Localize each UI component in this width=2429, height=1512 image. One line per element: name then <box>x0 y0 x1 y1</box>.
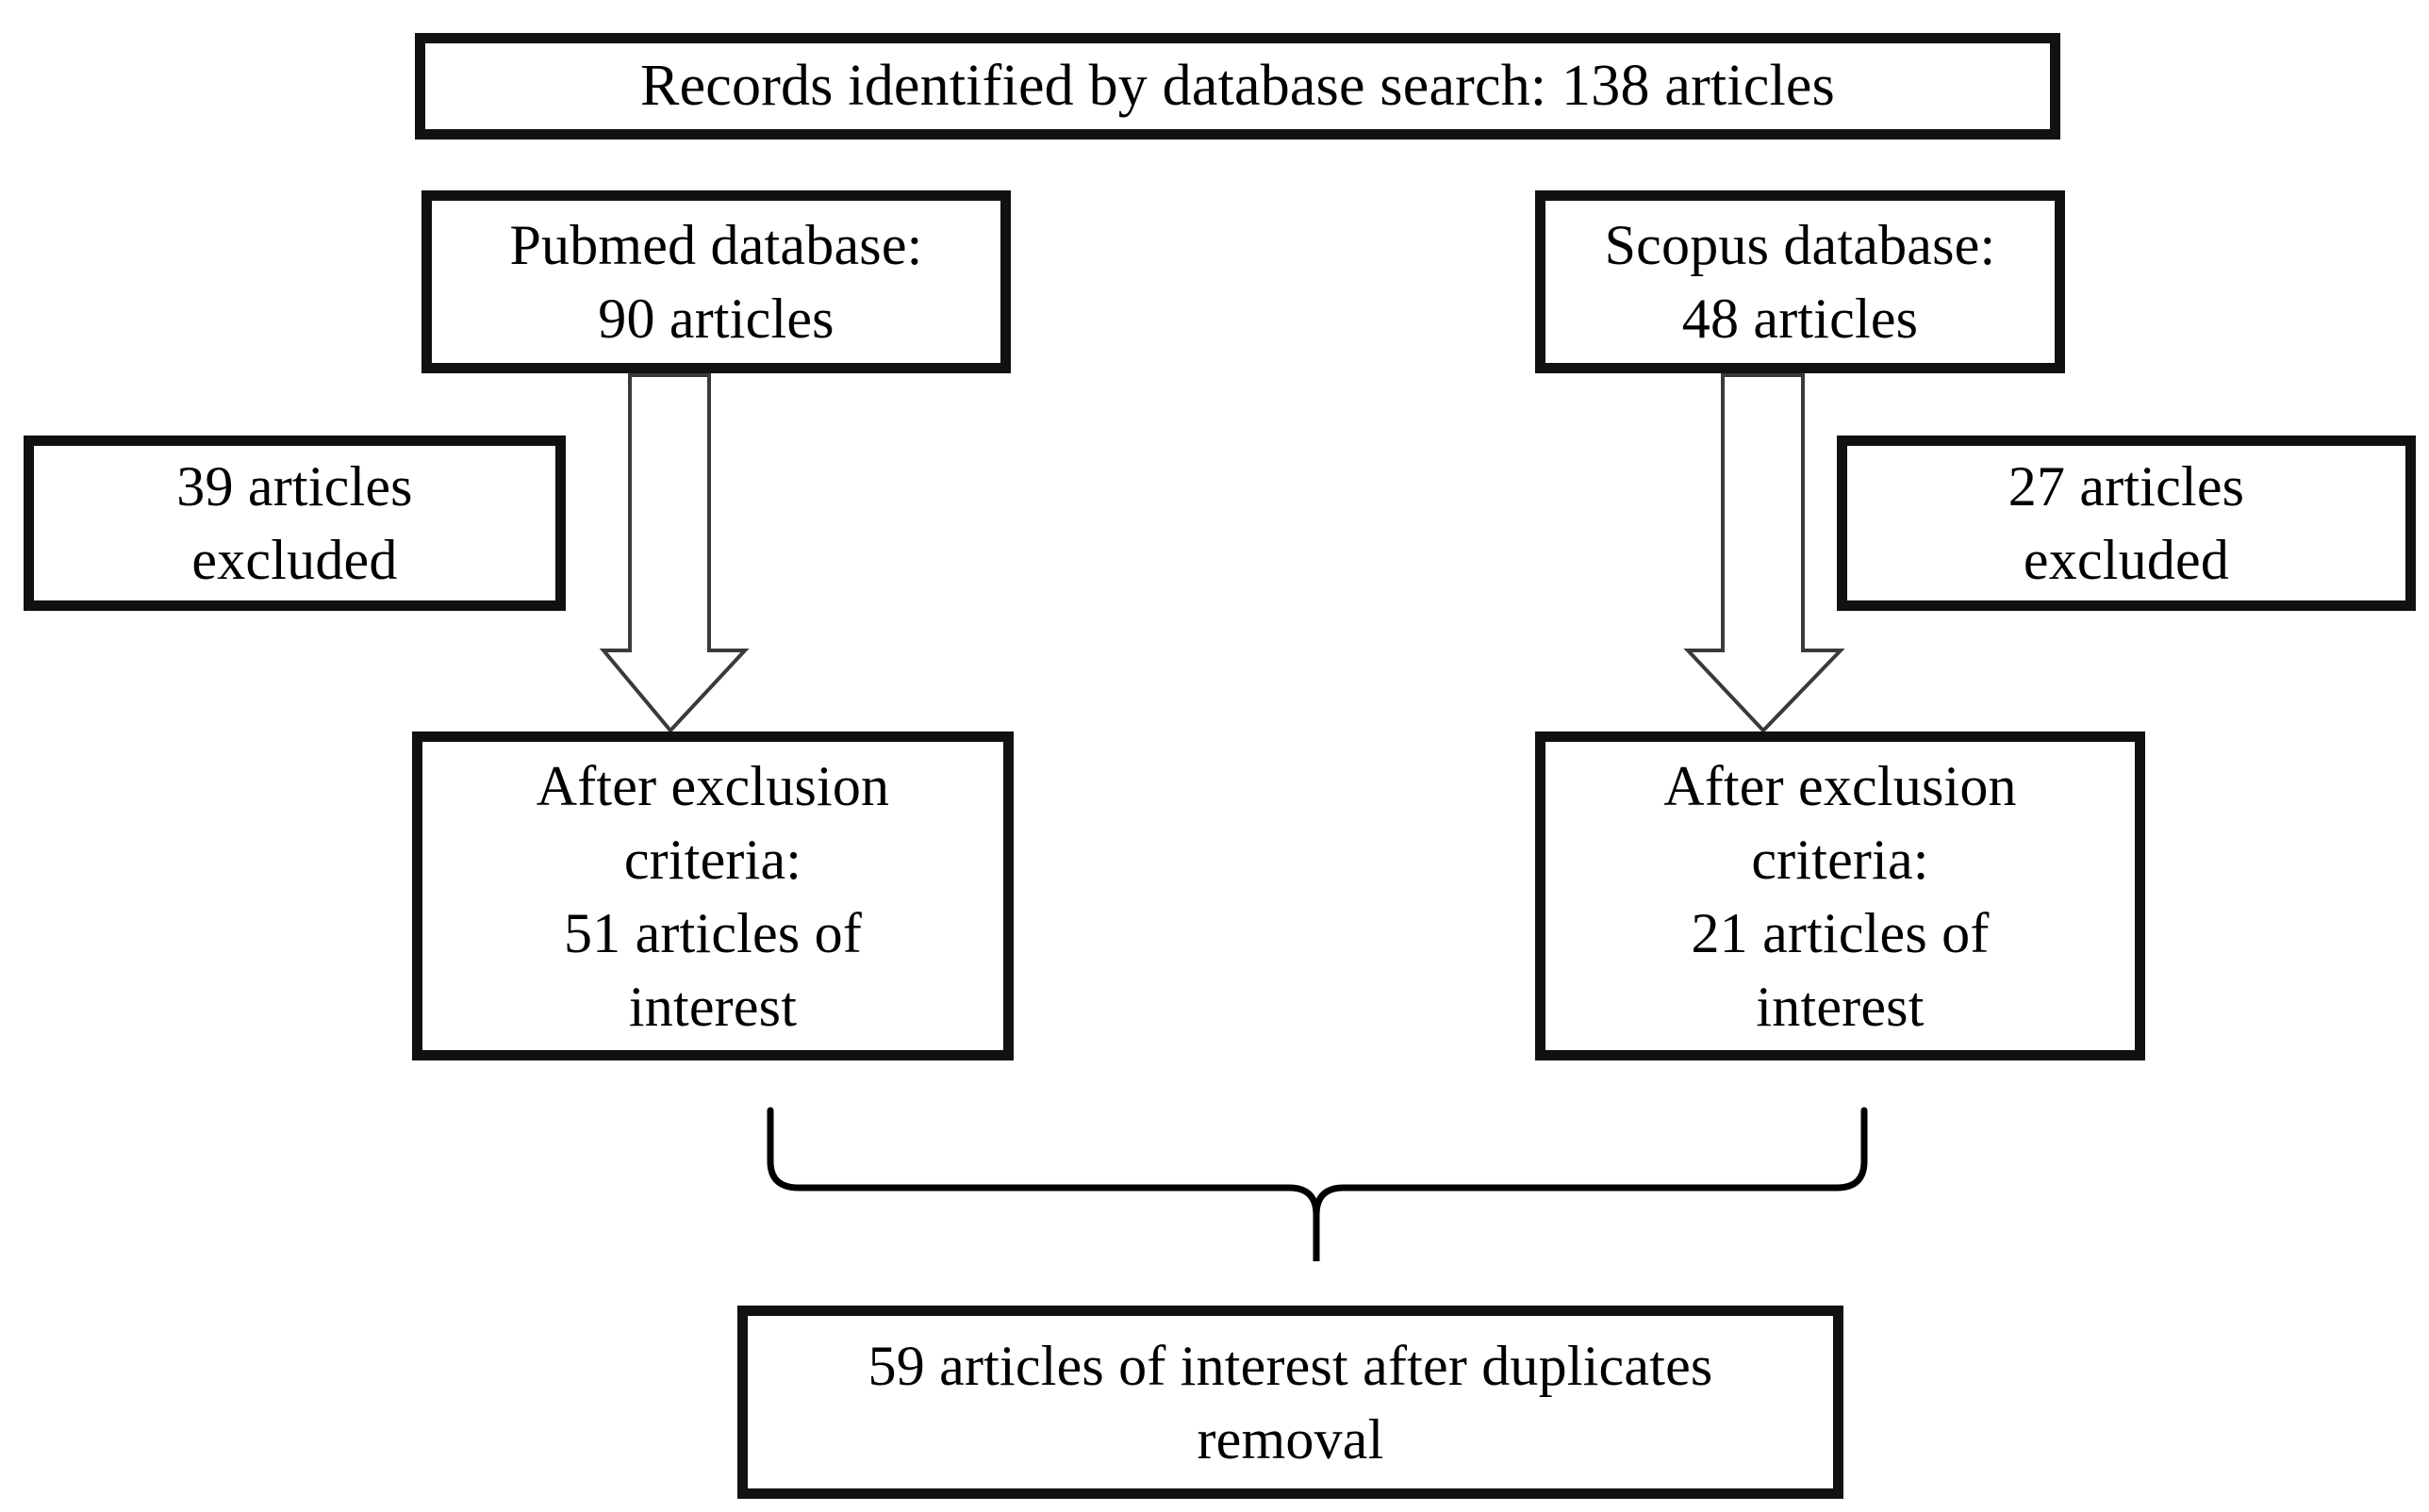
node-scopus-database: Scopus database: 48 articles <box>1535 190 2065 373</box>
scopus-to-after-exclusion-arrow <box>1683 373 1845 733</box>
node-pubmed-after-exclusion-label: After exclusion criteria: 51 articles of… <box>536 754 890 1038</box>
node-scopus-database-label: Scopus database: 48 articles <box>1604 214 1996 350</box>
node-scopus-excluded: 27 articles excluded <box>1837 436 2416 611</box>
node-pubmed-excluded-label: 39 articles excluded <box>176 455 413 591</box>
node-scopus-after-exclusion-label: After exclusion criteria: 21 articles of… <box>1663 754 2017 1038</box>
node-pubmed-database: Pubmed database: 90 articles <box>421 190 1011 373</box>
merge-brace <box>767 1107 1868 1261</box>
node-final-articles-label: 59 articles of interest after duplicates… <box>868 1334 1713 1471</box>
node-final-articles: 59 articles of interest after duplicates… <box>737 1306 1843 1499</box>
pubmed-to-after-exclusion-arrow <box>599 373 750 734</box>
node-records-identified-label: Records identified by database search: 1… <box>640 54 1835 119</box>
node-pubmed-after-exclusion: After exclusion criteria: 51 articles of… <box>412 731 1014 1060</box>
node-pubmed-database-label: Pubmed database: 90 articles <box>509 214 923 350</box>
node-pubmed-excluded: 39 articles excluded <box>24 436 566 611</box>
node-scopus-excluded-label: 27 articles excluded <box>2008 455 2245 591</box>
node-scopus-after-exclusion: After exclusion criteria: 21 articles of… <box>1535 731 2145 1060</box>
node-records-identified: Records identified by database search: 1… <box>415 33 2060 140</box>
